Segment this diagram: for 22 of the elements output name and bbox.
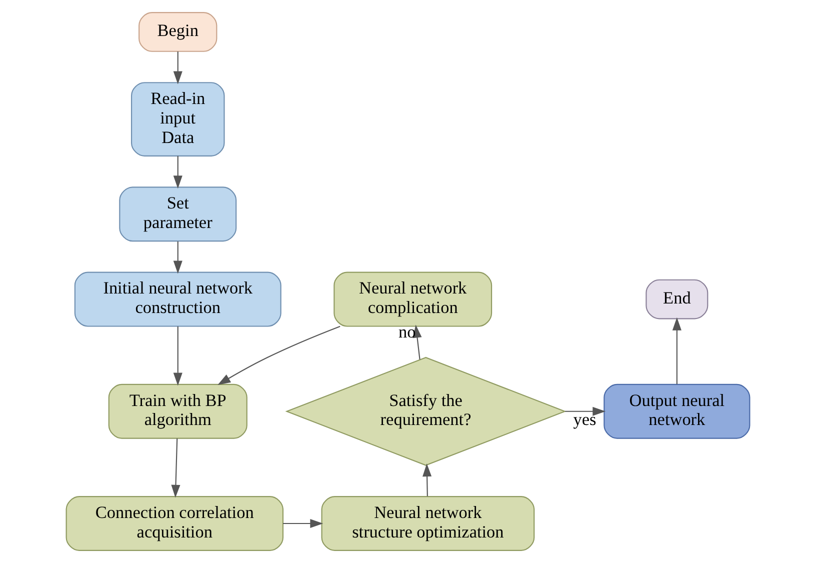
- node-box: Initial neural network construction: [74, 272, 281, 327]
- node-box: Begin: [138, 12, 217, 52]
- arrow: [217, 326, 340, 386]
- arrow: [172, 241, 182, 274]
- node-diamond: Satisfy the requirement?: [284, 356, 566, 466]
- arrow: [422, 464, 432, 496]
- node-box: Neural network structure optimization: [320, 496, 534, 551]
- arrow: [282, 518, 323, 528]
- node-box: Connection correlation acquisition: [65, 496, 283, 551]
- node-box: Neural network complication: [333, 272, 492, 327]
- edge-label: yes: [572, 410, 596, 430]
- node-box: Set parameter: [118, 186, 236, 242]
- arrow: [170, 438, 180, 498]
- arrow: [172, 156, 182, 189]
- arrow: [672, 317, 681, 384]
- arrow: [564, 406, 606, 416]
- node-box: Output neural network: [603, 384, 750, 439]
- arrow: [172, 326, 182, 386]
- node-box: Read-in input Data: [130, 82, 224, 156]
- arrow: [172, 52, 182, 84]
- node-box: End: [645, 279, 708, 320]
- node-box: Train with BP algorithm: [108, 384, 247, 439]
